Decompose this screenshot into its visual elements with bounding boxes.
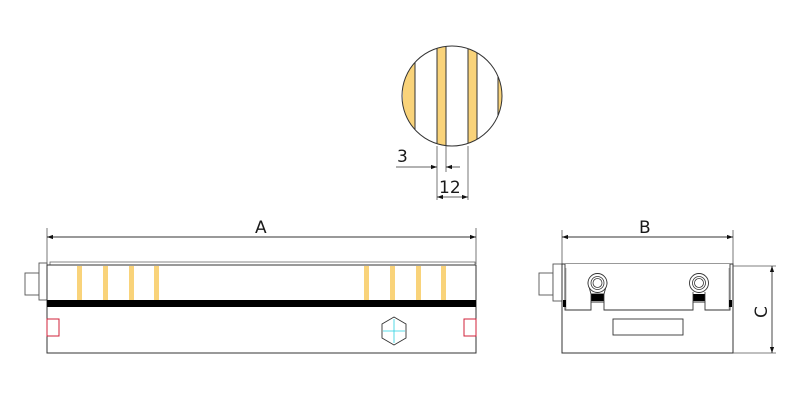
dim-strip-width-label: 3	[397, 147, 408, 167]
dimension-12: 12	[437, 146, 469, 200]
dimension-a: A	[46, 218, 477, 264]
black-band	[47, 300, 476, 307]
pole-strip	[390, 266, 395, 300]
detail-circle-outline	[401, 45, 503, 147]
pole-strip	[441, 266, 446, 300]
handle-knob	[24, 272, 40, 296]
detail-strips	[403, 46, 502, 146]
handle-flange	[38, 262, 48, 301]
front-view: A	[24, 218, 477, 354]
pole-strip	[416, 266, 421, 300]
dim-length-label: A	[255, 218, 267, 238]
pole-strip	[103, 266, 108, 300]
hex-nut-icon	[381, 316, 407, 346]
red-marker-left	[46, 318, 60, 337]
side-view: B	[538, 218, 776, 354]
dim-height-label: C	[752, 306, 772, 318]
label-slot	[612, 318, 684, 336]
handle-flange	[552, 263, 563, 302]
handle-knob	[538, 272, 554, 296]
pole-strip	[77, 266, 82, 300]
chuck-body	[46, 264, 477, 354]
pole-strips-right	[364, 266, 446, 300]
top-plate	[564, 264, 731, 311]
detail-view: 3 12	[396, 45, 503, 200]
pole-strip	[129, 266, 134, 300]
red-marker-right	[463, 318, 477, 337]
bolt-right-icon	[689, 273, 709, 302]
pole-strip	[364, 266, 369, 300]
dimension-3: 3	[396, 146, 460, 200]
dimension-b: B	[561, 218, 734, 264]
bolt-left-icon	[587, 273, 608, 302]
pole-strips-left	[77, 266, 159, 300]
pole-strip	[154, 266, 159, 300]
dimension-c: C	[733, 265, 776, 354]
dim-pitch-label: 12	[439, 178, 461, 198]
side-black-mark	[563, 300, 566, 307]
dim-width-label: B	[639, 218, 651, 238]
side-black-mark	[729, 300, 732, 307]
